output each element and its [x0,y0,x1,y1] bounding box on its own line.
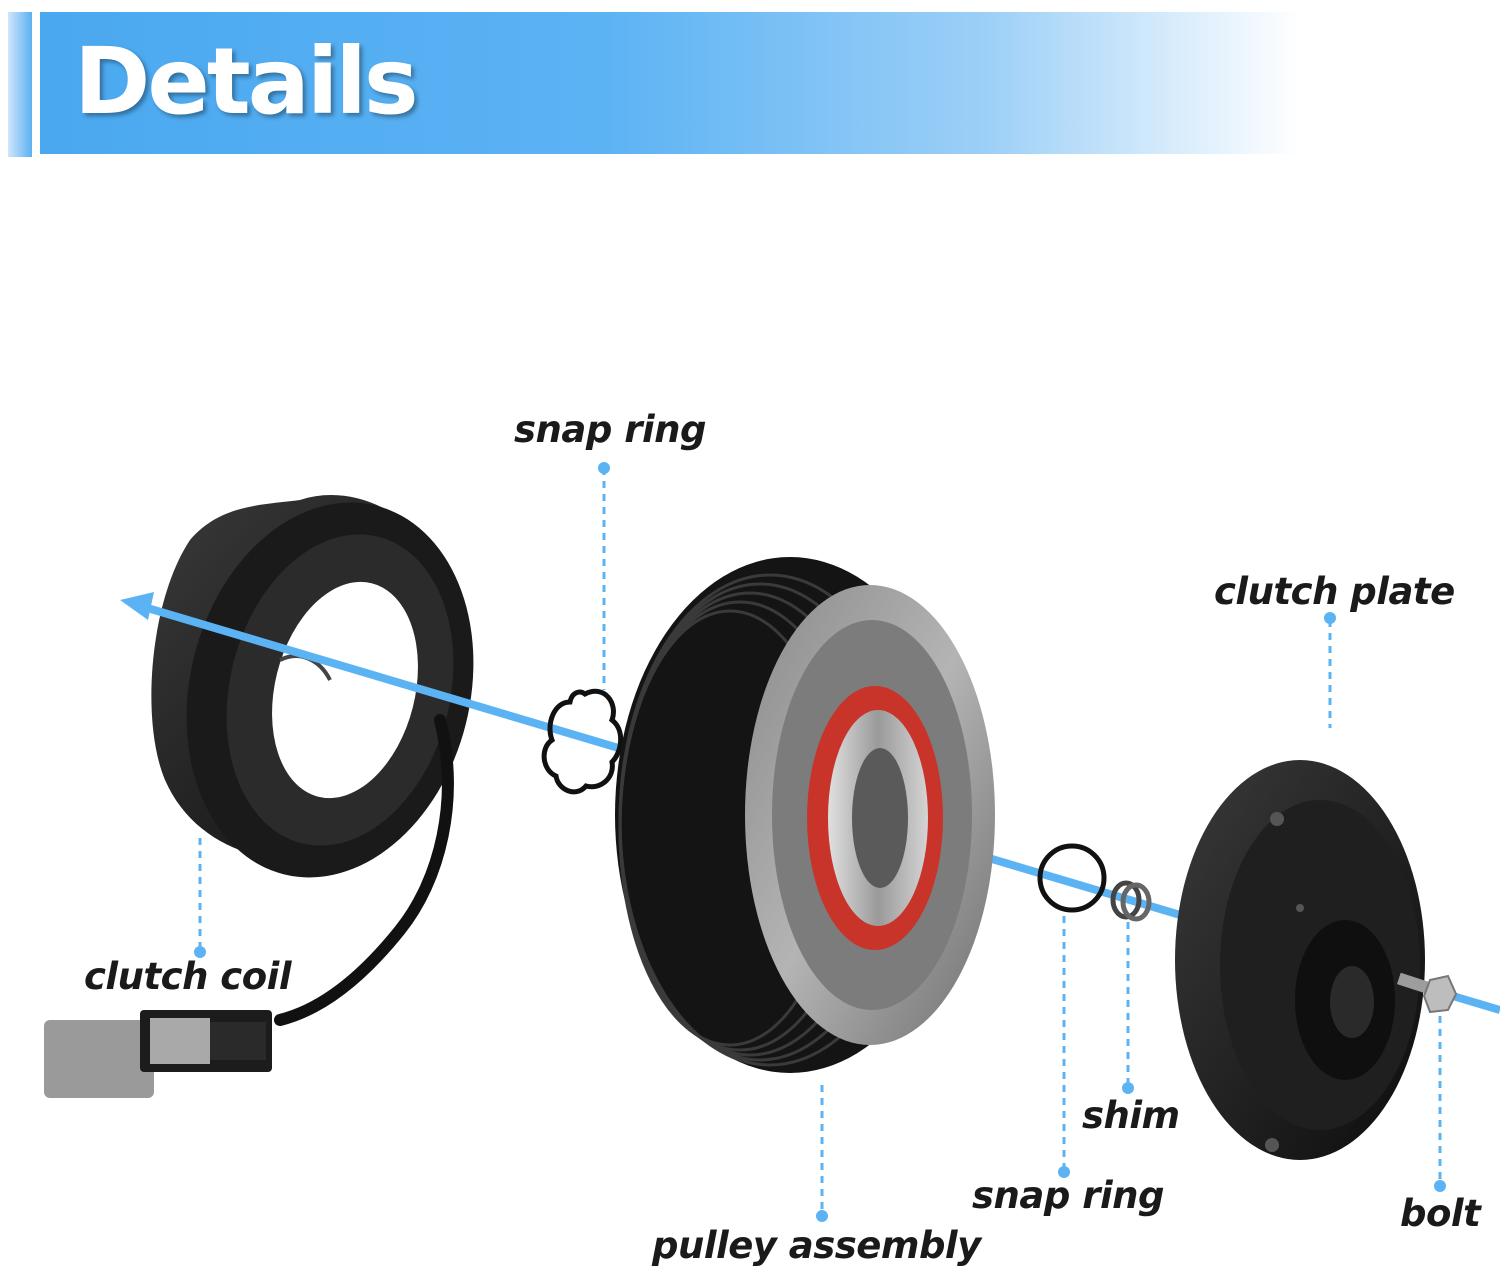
shim-part [1110,880,1152,922]
axis-arrowhead [120,592,154,620]
label-shim: shim [1082,1094,1180,1137]
pulley-assembly-part [615,557,995,1073]
snap-ring-bottom-part [1037,843,1107,913]
label-clutch-coil: clutch coil [84,955,292,998]
label-pulley-assembly: pulley assembly [652,1224,981,1267]
header-banner [40,12,1300,154]
clutch-plate-part [1175,760,1425,1160]
label-clutch-plate: clutch plate [1214,570,1455,613]
clutch-coil-part [44,495,474,1098]
snap-ring-top-part [541,689,624,795]
label-snap-ring-bottom: snap ring [972,1174,1164,1217]
label-bolt: bolt [1400,1192,1481,1235]
header-accent-edge [8,12,32,157]
bolt-part [1397,972,1458,1014]
page-title: Details [74,28,419,135]
label-snap-ring-top: snap ring [514,408,706,451]
